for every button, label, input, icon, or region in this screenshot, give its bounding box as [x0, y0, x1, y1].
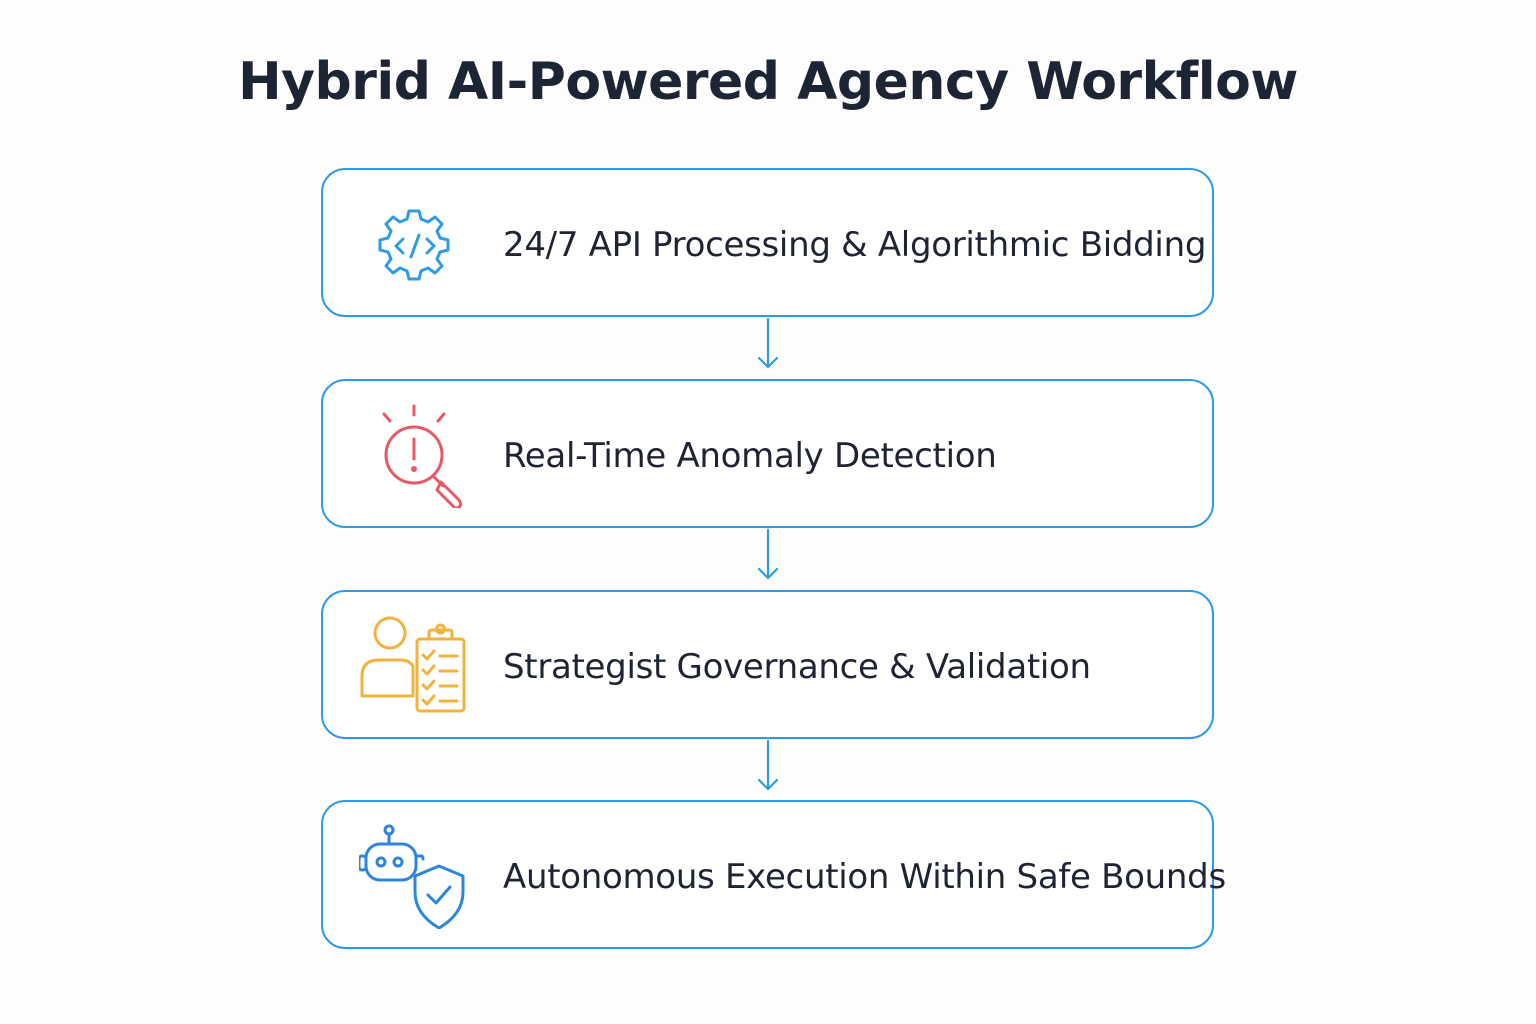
magnifier-alert-icon: [359, 403, 469, 508]
arrow-down-icon: [757, 317, 779, 371]
arrow-down-icon: [757, 528, 779, 582]
workflow-step-api-processing: 24/7 API Processing & Algorithmic Biddin…: [321, 168, 1214, 317]
page-title: Hybrid AI-Powered Agency Workflow: [238, 52, 1298, 112]
workflow-step-autonomous-execution: Autonomous Execution Within Safe Bounds: [321, 800, 1226, 949]
step-label: Strategist Governance & Validation: [503, 646, 1091, 687]
person-checklist-icon: [359, 614, 469, 719]
workflow-step-governance: Strategist Governance & Validation: [321, 590, 1214, 739]
workflow-step-anomaly-detection: Real-Time Anomaly Detection: [321, 379, 1214, 528]
step-label: Real-Time Anomaly Detection: [503, 435, 997, 476]
step-label: Autonomous Execution Within Safe Bounds: [503, 856, 1226, 897]
robot-shield-icon: [359, 824, 469, 929]
gear-code-icon: [359, 192, 469, 297]
step-label: 24/7 API Processing & Algorithmic Biddin…: [503, 224, 1207, 265]
arrow-down-icon: [757, 739, 779, 793]
